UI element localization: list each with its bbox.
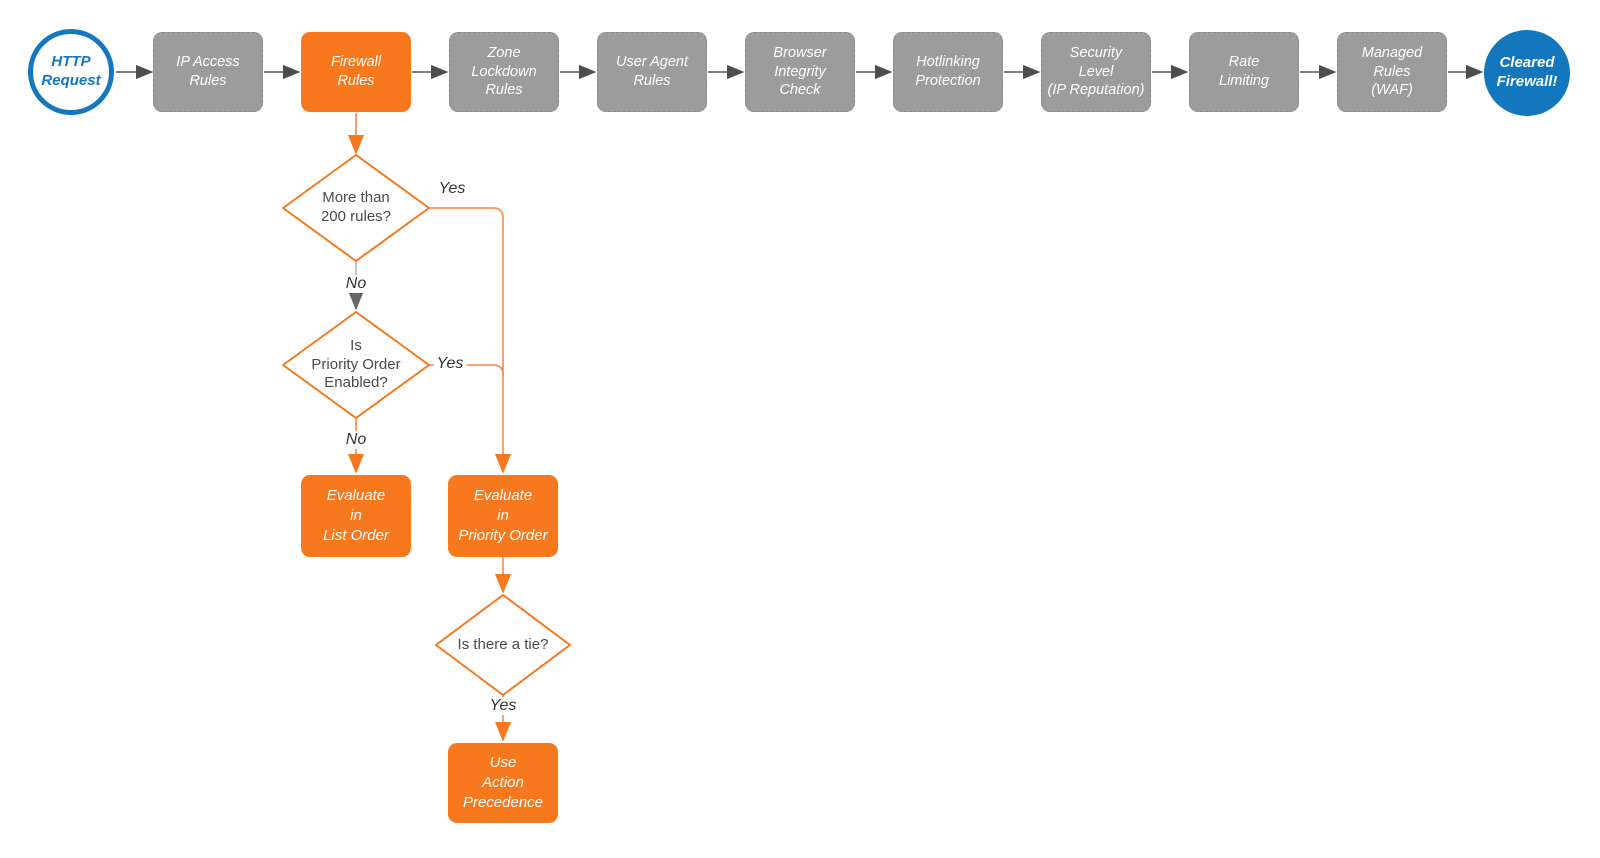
end-node-cleared-firewall: Cleared Firewall!	[1484, 30, 1570, 116]
stage-browser-integrity-check: Browser Integrity Check	[745, 32, 855, 112]
edge-decision2-yes-merge	[429, 364, 504, 376]
stage-security-level: Security Level (IP Reputation)	[1041, 32, 1151, 112]
stage-label: IP Access Rules	[176, 54, 240, 89]
edge-label-no-decision1: No	[342, 275, 370, 293]
action-label: Use Action Precedence	[462, 753, 544, 812]
stage-label: Rate Limiting	[1219, 54, 1269, 89]
edge-label-yes-decision2: Yes	[433, 355, 467, 373]
start-node-http-request: HTTP Request	[28, 29, 114, 115]
decision2-priority-order-enabled: Is Priority Order Enabled?	[291, 325, 421, 405]
decision-label: Is there a tie?	[457, 635, 549, 653]
stage-label: Firewall Rules	[331, 54, 381, 89]
stage-label: Browser Integrity Check	[773, 44, 827, 99]
action-evaluate-list-order: Evaluate in List Order	[301, 475, 411, 557]
stage-label: User Agent Rules	[616, 54, 688, 89]
stage-rate-limiting: Rate Limiting	[1189, 32, 1299, 112]
stage-hotlinking-protection: Hotlinking Protection	[893, 32, 1003, 112]
decision-label: Is Priority Order Enabled?	[311, 336, 401, 392]
decision1-diamond	[282, 154, 430, 262]
edge-label-no-decision2: No	[342, 431, 370, 449]
edge-label-yes-decision3: Yes	[486, 697, 520, 715]
stage-managed-rules-waf: Managed Rules (WAF)	[1337, 32, 1447, 112]
stage-label: Security Level (IP Reputation)	[1047, 44, 1145, 99]
decision-label: More than 200 rules?	[320, 189, 392, 225]
edge-label-yes-decision1: Yes	[435, 180, 469, 198]
stage-user-agent-rules: User Agent Rules	[597, 32, 707, 112]
stage-zone-lockdown-rules: Zone Lockdown Rules	[449, 32, 559, 112]
action-label: Evaluate in List Order	[323, 486, 389, 545]
action-use-action-precedence: Use Action Precedence	[448, 743, 558, 823]
start-node-label: HTTP Request	[41, 53, 101, 89]
stage-label: Managed Rules (WAF)	[1361, 44, 1423, 99]
decision3-is-there-a-tie: Is there a tie?	[438, 605, 568, 685]
edge-decision1-yes	[429, 207, 512, 474]
decision1-more-than-200-rules: More than 200 rules?	[291, 168, 421, 248]
stage-firewall-rules: Firewall Rules	[301, 32, 411, 112]
decision-diamonds	[282, 154, 571, 696]
decision2-diamond	[282, 311, 430, 419]
stage-ip-access-rules: IP Access Rules	[153, 32, 263, 112]
end-node-label: Cleared Firewall!	[1496, 54, 1558, 90]
decision3-diamond	[435, 594, 571, 696]
action-label: Evaluate in Priority Order	[458, 486, 548, 545]
stage-label: Zone Lockdown Rules	[471, 44, 537, 99]
action-evaluate-priority-order: Evaluate in Priority Order	[448, 475, 558, 557]
stage-label: Hotlinking Protection	[915, 54, 981, 89]
